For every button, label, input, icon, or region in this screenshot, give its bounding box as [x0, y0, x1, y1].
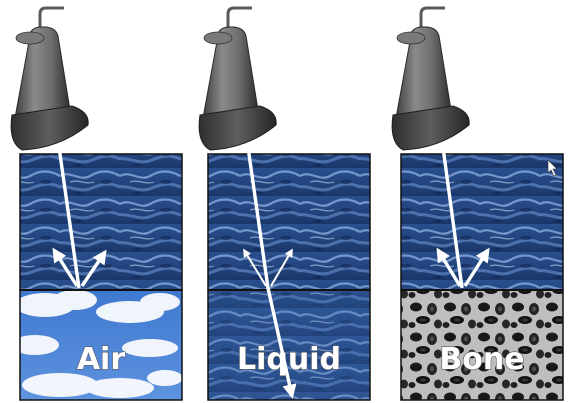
- incident-beam: [56, 139, 81, 289]
- medium-label-bone: Bone: [439, 342, 524, 377]
- ultrasound-probe-icon: [198, 6, 277, 151]
- air-layer: [20, 290, 182, 400]
- reflected-beam-left: [436, 247, 462, 287]
- liquid-layer: [208, 290, 370, 400]
- transmitted-beam: [266, 287, 297, 399]
- ultrasound-probe-icon: [10, 6, 89, 151]
- ultrasound-probe-icon: [391, 6, 470, 151]
- reflected-beam-right: [463, 247, 490, 287]
- incident-beam: [245, 139, 270, 289]
- incident-beam: [440, 139, 464, 289]
- reflected-beam-right: [270, 248, 293, 287]
- medium-label-liquid: Liquid: [237, 342, 341, 377]
- panel-bone: Bone: [400, 153, 564, 401]
- cursor-icon: [547, 159, 558, 177]
- cloud-shape: [20, 290, 182, 398]
- reflected-beam-left: [52, 247, 79, 287]
- beam-air: [52, 139, 107, 289]
- medium-label-air: Air: [77, 342, 126, 377]
- panel-liquid: Liquid: [207, 153, 371, 401]
- beam-bone: [436, 139, 490, 289]
- panel-air: Air: [19, 153, 183, 401]
- reflected-beam-left: [243, 248, 267, 287]
- water-layer: [207, 153, 371, 291]
- beam-liquid: [243, 139, 297, 399]
- water-layer: [19, 153, 183, 291]
- water-layer: [400, 153, 564, 291]
- reflected-beam-right: [80, 249, 107, 287]
- bone-layer: [401, 290, 563, 400]
